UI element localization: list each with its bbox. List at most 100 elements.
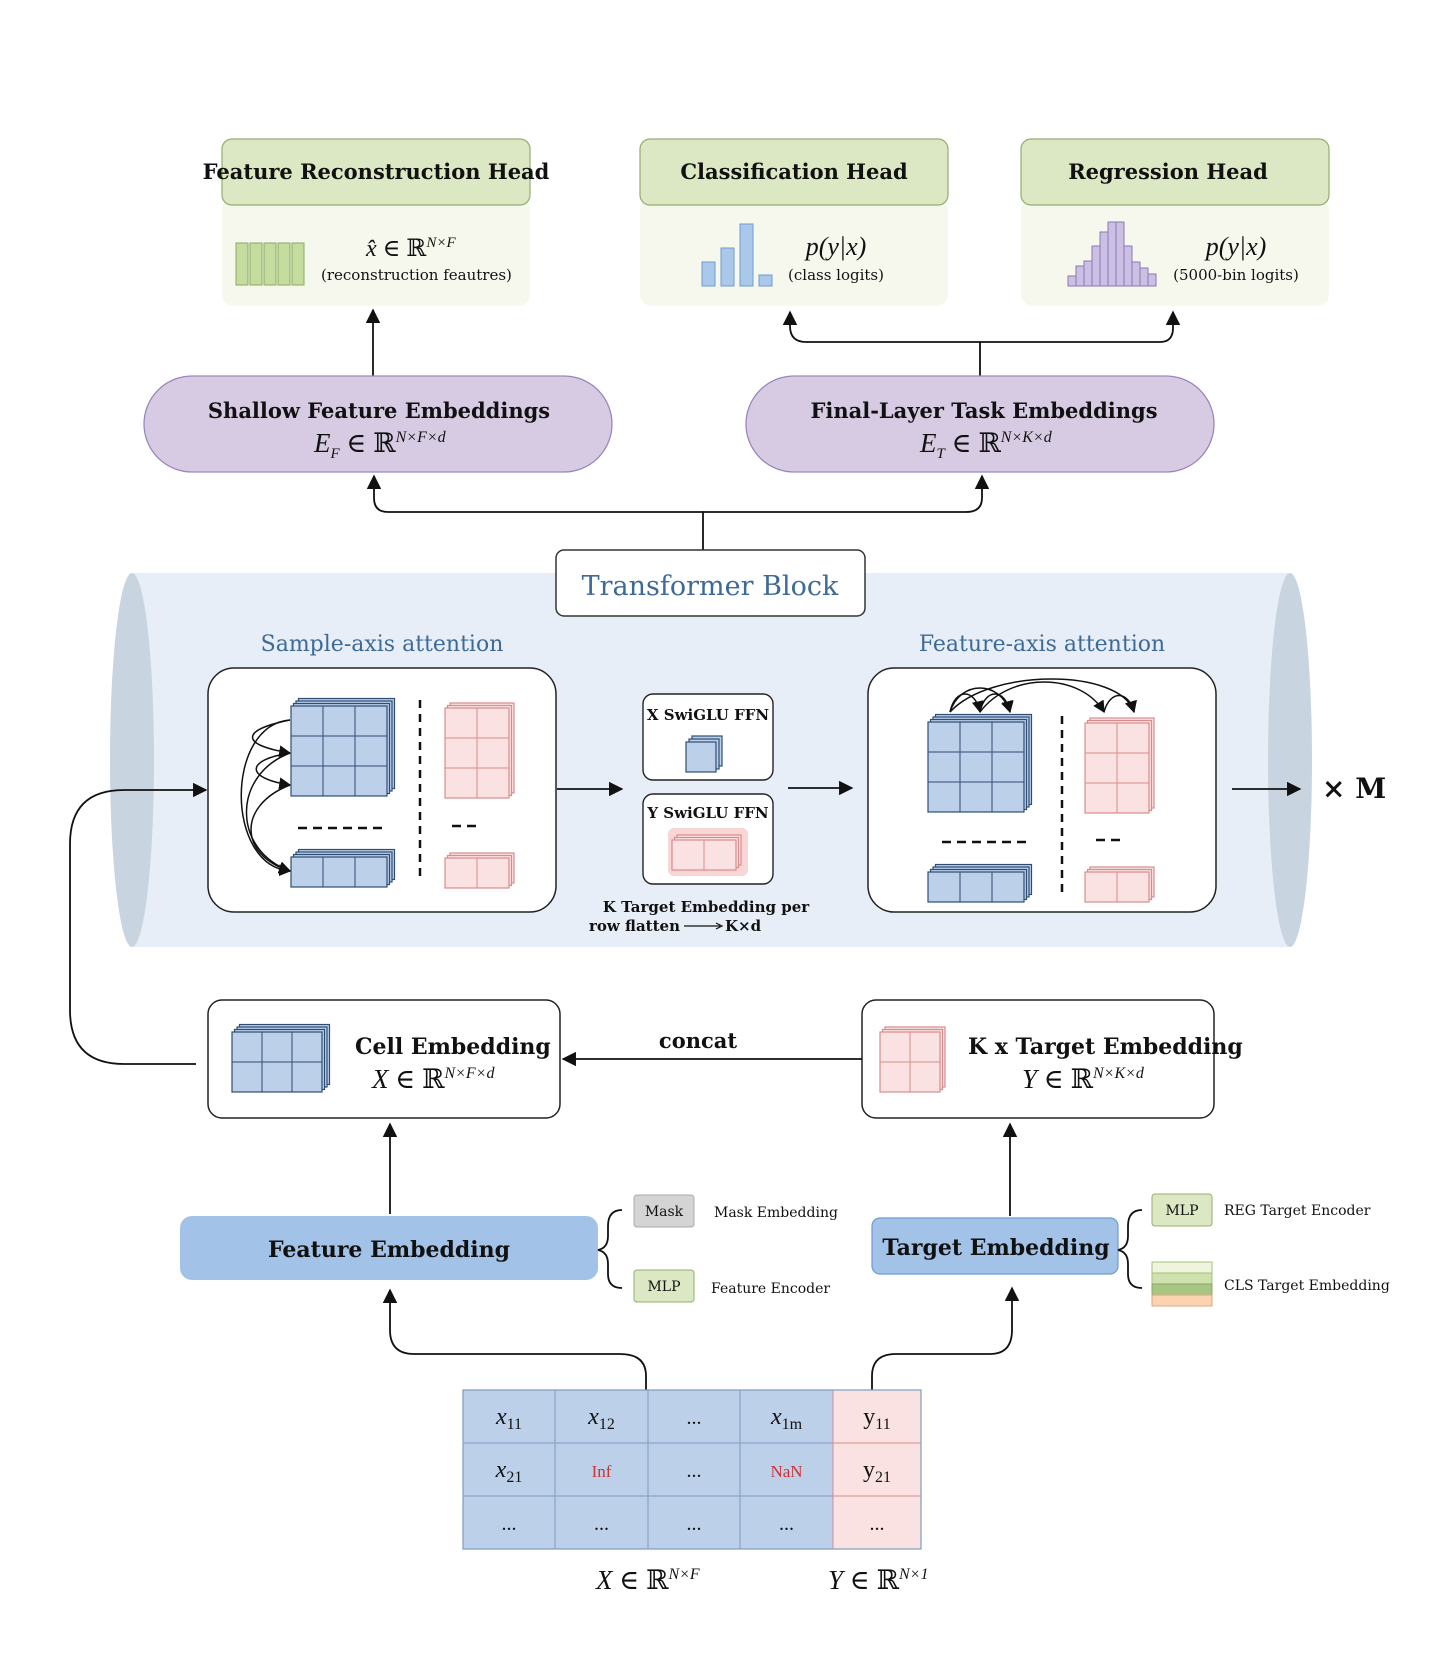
- reconstruction-head-title: Feature Reconstruction Head: [203, 159, 550, 184]
- table-cell: y11: [863, 1404, 890, 1433]
- sample-axis-target-grid: [444, 702, 515, 799]
- table-cell: ...: [779, 1513, 794, 1535]
- table-cell: ...: [687, 1513, 702, 1535]
- table-arrows: [382, 1286, 1020, 1390]
- regression-histogram-icon: [1067, 221, 1157, 287]
- svg-text:Mask: Mask: [645, 1204, 684, 1220]
- table-cell: NaN: [770, 1462, 802, 1481]
- feature-reconstruction-head: Feature Reconstruction Head x̂ ∈ ℝN×F (r…: [203, 138, 550, 306]
- target-embedding-cube-icon: [879, 1026, 946, 1093]
- cell-embedding-formula: X ∈ ℝN×F×d: [371, 1064, 495, 1094]
- embedding-up-arrows: [382, 1122, 1018, 1216]
- svg-text:CLS Target Embedding: CLS Target Embedding: [1224, 1278, 1390, 1294]
- y-swiglu-ffn: Y SwiGLU FFN: [642, 793, 774, 885]
- feature-axis-feature-grid: [927, 713, 1033, 813]
- loop-arrow: [69, 782, 208, 1065]
- feature-attention-arcs: [949, 678, 1137, 714]
- target-embedding-box: K x Target Embedding Y ∈ ℝN×K×d: [861, 999, 1243, 1119]
- shallow-embeddings-title: Shallow Feature Embeddings: [208, 398, 550, 423]
- target-embedding-block-title: Target Embedding: [882, 1235, 1109, 1261]
- table-cell: x21: [495, 1457, 523, 1486]
- table-cell: x1m: [770, 1404, 803, 1433]
- feature-encoder-legend: MLP Feature Encoder: [633, 1269, 830, 1303]
- table-cell: Inf: [592, 1462, 612, 1481]
- target-embedding-formula: Y ∈ ℝN×K×d: [1022, 1064, 1145, 1094]
- feature-axis-feature-row: [927, 863, 1033, 903]
- svg-text:MLP: MLP: [647, 1279, 680, 1295]
- final-layer-task-embeddings: Final-Layer Task Embeddings ET ∈ ℝN×K×d: [745, 375, 1215, 473]
- reconstruction-note: (reconstruction feautres): [321, 266, 512, 284]
- svg-text:REG Target Encoder: REG Target Encoder: [1224, 1203, 1371, 1219]
- table-cell: ...: [687, 1407, 702, 1429]
- sample-axis-attention-box: [207, 667, 557, 913]
- x-swiglu-ffn: X SwiGLU FFN: [642, 693, 774, 781]
- svg-text:row flatten: row flatten: [589, 917, 680, 935]
- embedding-arrows: [366, 474, 990, 550]
- cell-embedding-box: Cell Embedding X ∈ ℝN×F×d: [207, 999, 561, 1119]
- table-cell: x12: [587, 1404, 615, 1433]
- table-cell: x11: [495, 1404, 522, 1433]
- svg-text:K×d: K×d: [725, 917, 762, 935]
- y-ffn-cube-icon: [671, 834, 742, 871]
- table-cell: y21: [863, 1457, 891, 1486]
- y-vector-label: Y ∈ ℝN×1: [828, 1565, 928, 1595]
- classification-note: (class logits): [788, 266, 884, 284]
- table-cell: ...: [687, 1460, 702, 1482]
- svg-text:Mask Embedding: Mask Embedding: [714, 1205, 838, 1221]
- table-cell: ...: [502, 1513, 517, 1535]
- shallow-feature-embeddings: Shallow Feature Embeddings EF ∈ ℝN×F×d: [143, 375, 613, 473]
- x-matrix-label: X ∈ ℝN×F: [595, 1565, 700, 1595]
- sample-axis-target-row: [444, 852, 515, 889]
- final-embeddings-title: Final-Layer Task Embeddings: [810, 398, 1157, 423]
- feature-axis-title: Feature-axis attention: [919, 632, 1165, 657]
- feature-axis-target-grid: [1084, 717, 1155, 814]
- table-cell: ...: [870, 1513, 885, 1535]
- feature-embedding-brace: [597, 1209, 623, 1289]
- shallow-embeddings-formula: EF ∈ ℝN×F×d: [313, 428, 447, 462]
- sample-axis-feature-grid: [290, 697, 396, 797]
- feature-embedding-title: Feature Embedding: [268, 1237, 510, 1263]
- transformer-flow-arrows: [557, 780, 1302, 797]
- table-cell: ...: [594, 1513, 609, 1535]
- reg-target-encoder-legend: MLP REG Target Encoder: [1151, 1193, 1371, 1227]
- cell-embedding-cube-icon: [231, 1023, 331, 1093]
- regression-formula: p(y|x): [1204, 232, 1267, 261]
- svg-text:Y SwiGLU FFN: Y SwiGLU FFN: [646, 804, 769, 822]
- concat-label: concat: [659, 1028, 737, 1053]
- repeat-m-label: × M: [1322, 772, 1386, 805]
- concat-arrow: concat: [561, 1028, 862, 1067]
- svg-text:Feature Encoder: Feature Encoder: [711, 1281, 830, 1297]
- target-embedding-title: K x Target Embedding: [968, 1034, 1243, 1060]
- cell-embedding-title: Cell Embedding: [355, 1034, 551, 1060]
- sample-attention-arcs: [240, 719, 292, 877]
- regression-note: (5000-bin logits): [1173, 266, 1299, 284]
- svg-text:X SwiGLU FFN: X SwiGLU FFN: [647, 706, 769, 724]
- mask-embedding-legend: Mask Mask Embedding: [633, 1194, 838, 1228]
- regression-head: Regression Head p(y|x) (5000-bin logits): [1020, 138, 1330, 306]
- svg-text:MLP: MLP: [1165, 1203, 1198, 1219]
- regression-head-title: Regression Head: [1068, 159, 1268, 184]
- cls-target-embedding-legend: CLS Target Embedding: [1151, 1261, 1390, 1307]
- final-embeddings-formula: ET ∈ ℝN×K×d: [919, 428, 1053, 462]
- feature-axis-target-row: [1084, 866, 1155, 903]
- head-arrows: [365, 308, 1181, 376]
- classification-formula: p(y|x): [804, 232, 867, 261]
- classification-head: Classification Head p(y|x) (class logits…: [639, 138, 949, 306]
- target-embedding: Target Embedding: [871, 1217, 1119, 1275]
- sample-axis-feature-row: [290, 848, 396, 888]
- ffn-note-line2: row flatten K×d: [589, 917, 762, 935]
- feature-embedding: Feature Embedding: [180, 1216, 598, 1280]
- reconstruction-formula: x̂ ∈ ℝN×F: [365, 235, 457, 262]
- transformer-title: Transformer Block: [582, 571, 839, 602]
- transformer-block-label: Transformer Block: [555, 549, 866, 617]
- sample-axis-title: Sample-axis attention: [261, 632, 504, 657]
- input-data-table: x11 x12... x1m y11 x21 Inf... NaN y21..........…: [462, 1389, 922, 1550]
- classification-head-title: Classification Head: [680, 159, 908, 184]
- x-ffn-cube-icon: [685, 735, 723, 773]
- reconstruction-bars-icon: [235, 242, 305, 286]
- feature-axis-attention-box: [867, 667, 1217, 913]
- ffn-note-line1: K Target Embedding per: [603, 898, 810, 916]
- class-logits-icon: [701, 223, 773, 287]
- target-embedding-brace: [1117, 1209, 1143, 1289]
